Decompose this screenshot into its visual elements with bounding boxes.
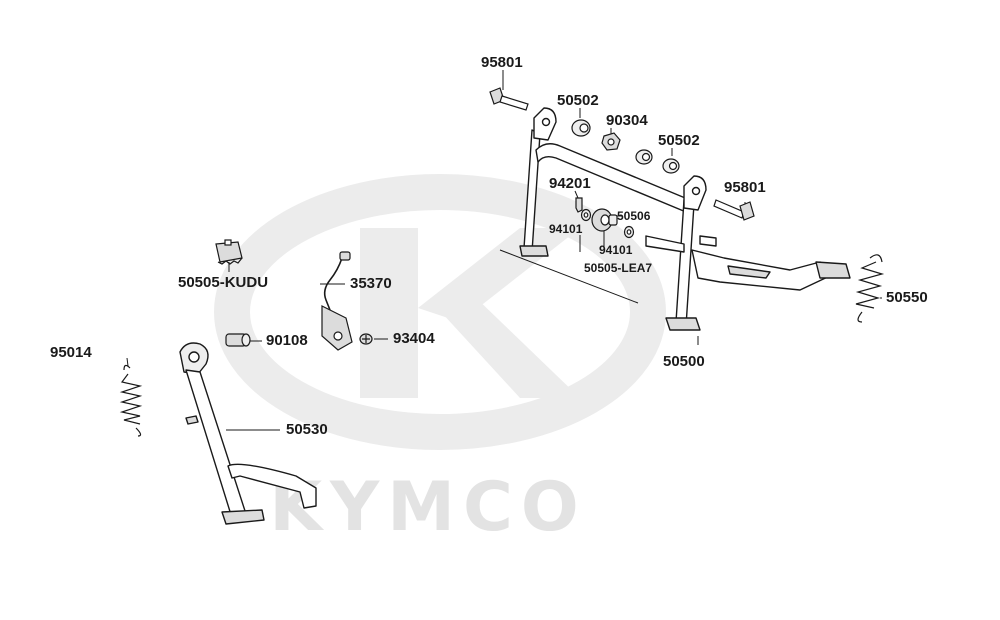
leader-lines <box>126 70 882 431</box>
side-stand-pivot-hole <box>188 351 200 363</box>
collar-50502-far <box>662 158 680 174</box>
label-50505-lea7: 50505-LEA7 <box>584 261 653 275</box>
side-stand-leg <box>185 369 247 519</box>
label-93404: 93404 <box>393 330 435 347</box>
label-94101-right: 94101 <box>599 243 633 257</box>
washer-94101-right <box>623 225 635 239</box>
label-50500: 50500 <box>663 353 705 370</box>
label-50502-left: 50502 <box>557 92 599 109</box>
main-stand-50500 <box>519 107 851 331</box>
kymco-watermark-logo: KYMCO <box>214 174 666 547</box>
nut-90304 <box>601 132 621 151</box>
leader-95014 <box>126 357 129 367</box>
side-stand-arm <box>227 463 317 509</box>
screw-93404 <box>359 333 373 345</box>
label-50502-right: 50502 <box>658 132 700 149</box>
label-50505-kudu: 50505-KUDU <box>178 274 269 291</box>
main-stand-pedal-slot <box>727 265 771 279</box>
pin-50506 <box>608 214 618 226</box>
label-50506: 50506 <box>617 209 651 223</box>
watermark-brand-text: KYMCO <box>269 468 586 547</box>
spring-95014 <box>119 364 143 437</box>
bolt-95801-right <box>713 199 755 221</box>
pin-94201 <box>575 197 583 213</box>
label-94201: 94201 <box>549 175 591 192</box>
watermark-k-arm-lower <box>430 292 580 398</box>
label-50530: 50530 <box>286 421 328 438</box>
main-stand-right-hole <box>691 186 701 196</box>
bolt-95801-top <box>489 87 529 111</box>
main-stand-right-foot <box>665 317 701 331</box>
collar-50502-right <box>635 149 653 165</box>
label-35370: 35370 <box>350 275 392 292</box>
label-90304: 90304 <box>606 112 648 129</box>
main-stand-pedal-pad <box>815 261 851 279</box>
watermark-k-stem <box>360 228 418 398</box>
side-stand-peg <box>185 415 199 425</box>
main-stand-spring-peg <box>645 235 685 253</box>
hardware-parts <box>215 87 755 351</box>
label-50550: 50550 <box>886 289 928 306</box>
label-95801-top: 95801 <box>481 54 523 71</box>
leader-94201 <box>574 190 579 199</box>
rubber-stopper-50505-kudu <box>215 239 243 265</box>
main-stand-left-hole <box>541 117 551 127</box>
side-stand-foot <box>221 509 265 525</box>
label-95801-right: 95801 <box>724 179 766 196</box>
collar-50502-left <box>571 119 591 137</box>
side-stand-50530 <box>179 342 317 525</box>
main-stand-right-leg <box>675 199 695 327</box>
bolt-90108 <box>225 333 251 347</box>
main-stand-stopper <box>699 235 717 247</box>
washer-94101-left <box>580 208 592 222</box>
label-95014: 95014 <box>50 344 92 361</box>
label-94101-left: 94101 <box>549 222 583 236</box>
watermark-outer-ring <box>214 174 666 450</box>
assembly-axis-line <box>499 249 639 304</box>
bush-50505-lea7 <box>591 208 613 232</box>
label-90108: 90108 <box>266 332 308 349</box>
main-stand-pedal-arm <box>691 249 835 291</box>
side-stand-switch-35370 <box>321 251 353 351</box>
main-stand-left-foot <box>519 245 549 257</box>
spring-50550 <box>855 254 885 323</box>
